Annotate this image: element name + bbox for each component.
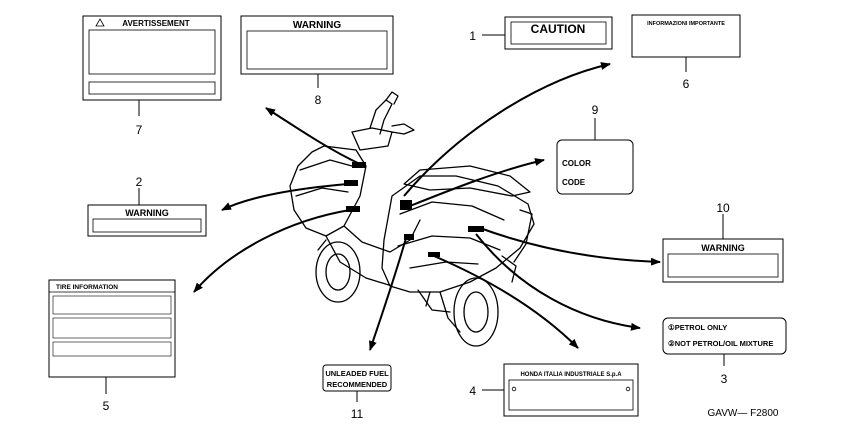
callout-10: 10 — [716, 201, 730, 215]
informazioni-text: INFORMAZIONI IMPORTANTE — [647, 21, 725, 27]
sticker-mark-5 — [346, 206, 360, 212]
honda-plate-text: HONDA ITALIA INDUSTRIALE S.p.A — [520, 372, 622, 378]
warning-left-text: WARNING — [125, 208, 169, 218]
caution-text: CAUTION — [531, 22, 586, 36]
label-11-unleaded-fuel: UNLEADED FUEL RECOMMENDED 11 — [322, 364, 392, 421]
label-10-warning: WARNING 10 — [662, 201, 784, 283]
label-3-petrol-only: ①PETROL ONLY ②NOT PETROL/OIL MIXTURE 3 — [662, 317, 787, 386]
sticker-mark-10 — [468, 226, 484, 232]
warning-top-text: WARNING — [293, 20, 342, 31]
sticker-mark-4 — [428, 252, 440, 257]
label-8-warning: WARNING 8 — [240, 15, 394, 107]
label-6-informazioni: INFORMAZIONI IMPORTANTE 6 — [631, 14, 741, 91]
petrol-line2: ②NOT PETROL/OIL MIXTURE — [668, 339, 773, 348]
callout-4: 4 — [469, 384, 476, 398]
label-9-color-code: COLOR CODE 9 — [556, 103, 634, 195]
color-code-line1: COLOR — [562, 159, 591, 168]
label-7-avertissement: AVERTISSEMENT 7 — [82, 15, 222, 137]
callout-6: 6 — [683, 77, 690, 91]
label-1-caution: CAUTION 1 — [469, 16, 613, 50]
scooter-drawing — [289, 91, 535, 347]
unleaded-line1: UNLEADED FUEL — [325, 369, 389, 378]
diagram-code: GAVW— F2800 — [708, 408, 779, 419]
warning-right-text: WARNING — [701, 243, 745, 253]
unleaded-line2: RECOMMENDED — [327, 380, 388, 389]
arrows — [193, 62, 661, 351]
tire-information-text: TIRE INFORMATION — [56, 284, 118, 291]
sticker-mark-2 — [344, 180, 358, 186]
callout-8: 8 — [315, 93, 322, 107]
color-code-line2: CODE — [562, 178, 586, 187]
label-4-honda-plate: HONDA ITALIA INDUSTRIALE S.p.A 4 — [469, 363, 639, 417]
petrol-line1: ①PETROL ONLY — [668, 323, 727, 332]
avertissement-text: AVERTISSEMENT — [122, 19, 190, 28]
callout-7: 7 — [136, 123, 143, 137]
label-2-warning: WARNING 2 — [87, 175, 207, 237]
sticker-mark-11 — [404, 234, 414, 240]
sticker-mark-9 — [400, 200, 412, 210]
sticker-mark-8 — [352, 162, 366, 168]
callout-9: 9 — [592, 103, 599, 117]
callout-11: 11 — [351, 407, 364, 421]
label-5-tire-information: TIRE INFORMATION 5 — [48, 279, 176, 413]
callout-5: 5 — [103, 399, 110, 413]
callout-2: 2 — [136, 175, 143, 189]
warning-triangle-icon — [95, 18, 105, 27]
callout-1: 1 — [469, 29, 476, 43]
scooter-sticker-marks — [344, 162, 484, 257]
callout-3: 3 — [721, 372, 728, 386]
